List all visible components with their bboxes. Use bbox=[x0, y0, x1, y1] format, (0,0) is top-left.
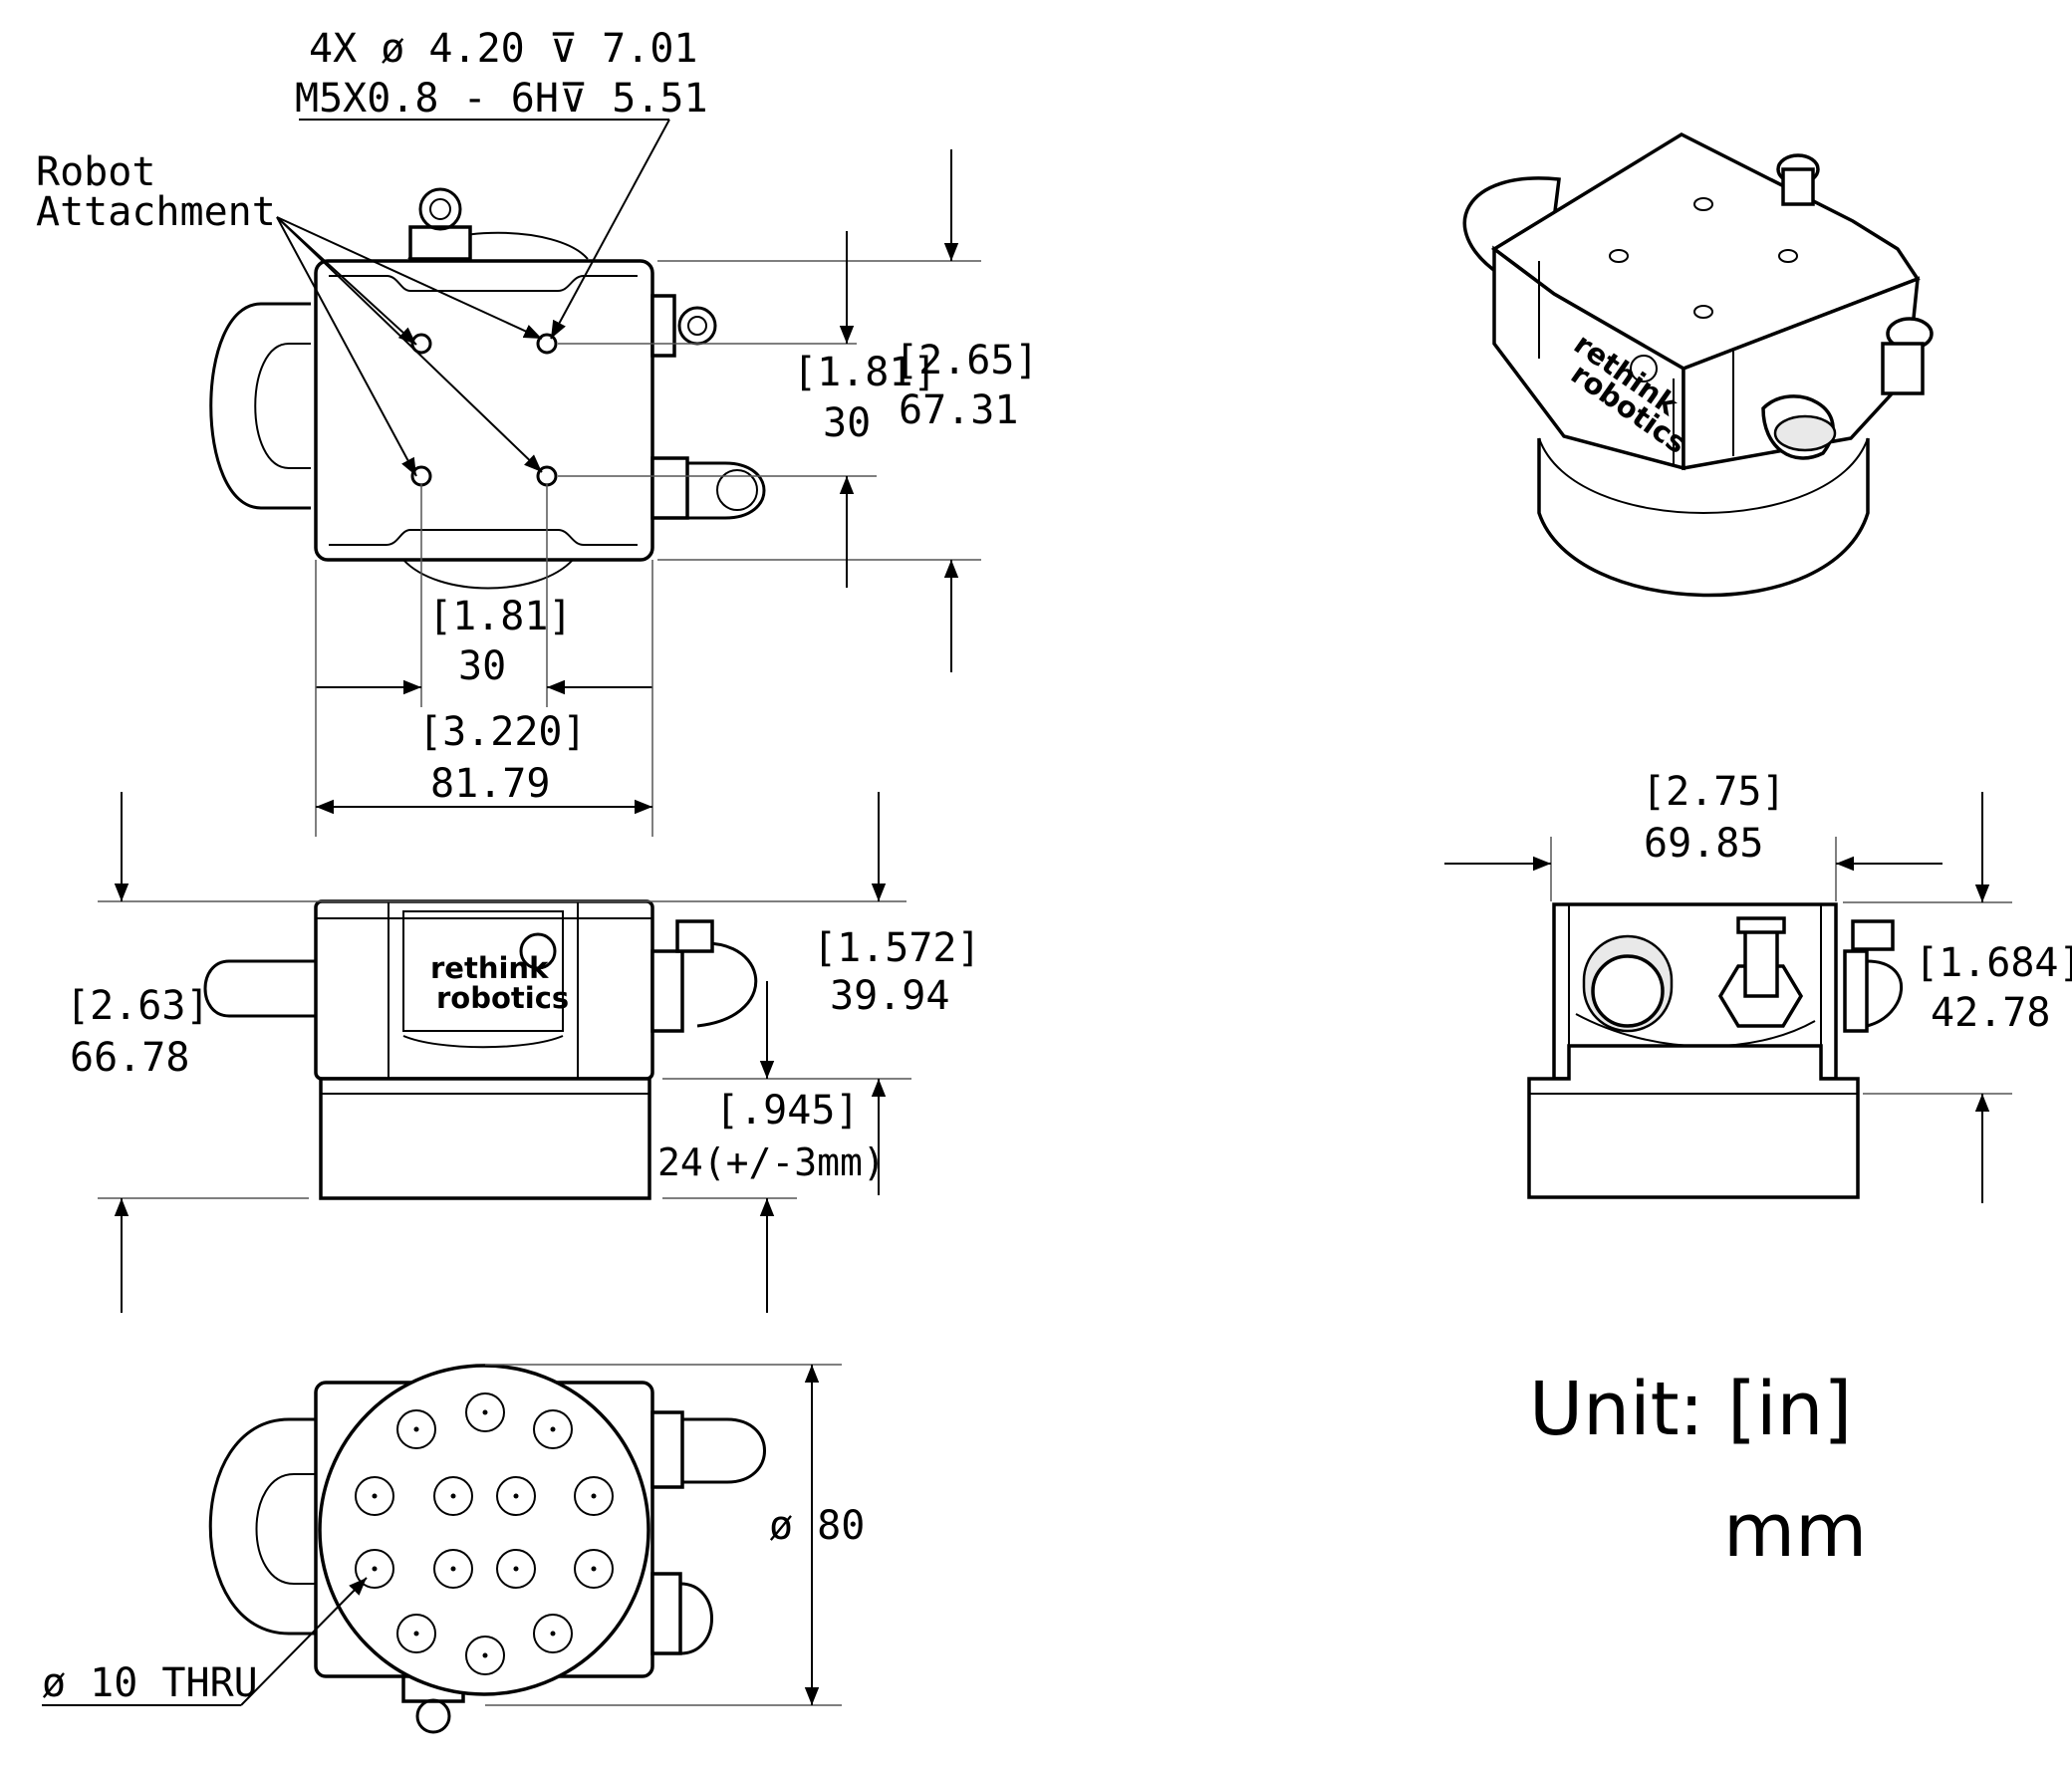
hole-spec-line1: 4X ø 4.20 ⊽ 7.01 bbox=[309, 26, 698, 72]
top-fitting bbox=[408, 225, 472, 261]
front-view: rethink robotics bbox=[203, 899, 758, 1200]
dim-top-hole-vert-mm: 30 bbox=[823, 400, 871, 446]
front-logo-line1: rethink bbox=[430, 951, 549, 985]
right-fitting-upper bbox=[650, 294, 676, 358]
dim-thru-hole: ø 10 THRU bbox=[42, 1660, 258, 1706]
bottom-view-dimensions: ø 80 ø 10 THRU bbox=[42, 1364, 865, 1706]
bottom-view bbox=[208, 1364, 766, 1734]
dim-side-width-in: [2.75] bbox=[1642, 769, 1786, 815]
top-view-loop-handle bbox=[209, 302, 311, 510]
isometric-view: rethink robotics bbox=[1462, 131, 1934, 598]
dim-front-height-in: [2.63] bbox=[66, 983, 210, 1029]
unit-line2: mm bbox=[1723, 1488, 1867, 1574]
dim-top-hole-horiz-in: [1.81] bbox=[428, 594, 573, 639]
unit-line1: Unit: [in] bbox=[1529, 1367, 1852, 1452]
thru-holes bbox=[355, 1392, 614, 1675]
front-logo-line2: robotics bbox=[436, 981, 569, 1015]
front-logo-badge bbox=[519, 932, 557, 970]
front-view-dimensions: [2.63] 66.78 [1.572] 39.94 [.945] 24(+/-… bbox=[66, 792, 981, 1313]
units-legend: Unit: [in] mm bbox=[1529, 1367, 1867, 1574]
dim-bottom-diameter: ø 80 bbox=[769, 1503, 865, 1549]
dim-front-base-mm: 24(+/-3mm) bbox=[657, 1140, 886, 1184]
front-view-base bbox=[319, 1077, 651, 1200]
dim-top-height-mm: 67.31 bbox=[899, 387, 1018, 433]
robot-attachment-callout: Robot Attachment bbox=[36, 149, 543, 477]
dim-top-height-in: [2.65] bbox=[895, 338, 1039, 383]
side-view-dimensions: [2.75] 69.85 [1.684] 42.78 bbox=[1444, 769, 2072, 1203]
hole-spec-line2: M5X0.8 - 6H⊽ 5.51 bbox=[295, 76, 708, 122]
dim-top-hole-horiz-mm: 30 bbox=[458, 643, 506, 689]
top-view-dimensions: [1.81] 30 [2.65] 67.31 [1.81] 30 [3.220]… bbox=[315, 149, 1039, 837]
dim-front-base-in: [.945] bbox=[715, 1088, 860, 1134]
dim-side-width-mm: 69.85 bbox=[1644, 821, 1763, 867]
iso-base-cylinder bbox=[1537, 438, 1870, 598]
dim-front-height-mm: 66.78 bbox=[70, 1035, 189, 1081]
mount-hole-2 bbox=[536, 333, 558, 355]
dim-side-height-mm: 42.78 bbox=[1931, 990, 2050, 1036]
bottom-disk bbox=[318, 1364, 650, 1696]
side-view bbox=[1527, 902, 1904, 1199]
robot-attachment-line1: Robot bbox=[36, 149, 155, 195]
front-logo-plate bbox=[402, 910, 564, 1032]
dim-front-body-mm: 39.94 bbox=[830, 973, 949, 1019]
top-view-body bbox=[314, 259, 654, 562]
right-fitting-lower bbox=[650, 456, 689, 520]
robot-attachment-line2: Attachment bbox=[36, 189, 276, 235]
dim-front-body-in: [1.572] bbox=[813, 925, 981, 971]
dim-top-hole-vert-in: [1.81] bbox=[793, 350, 937, 395]
dim-top-width-mm: 81.79 bbox=[430, 761, 550, 807]
dim-side-height-in: [1.684] bbox=[1915, 940, 2072, 986]
dim-top-width-in: [3.220] bbox=[418, 709, 587, 755]
hole-spec-callout: 4X ø 4.20 ⊽ 7.01 M5X0.8 - 6H⊽ 5.51 bbox=[295, 26, 708, 340]
